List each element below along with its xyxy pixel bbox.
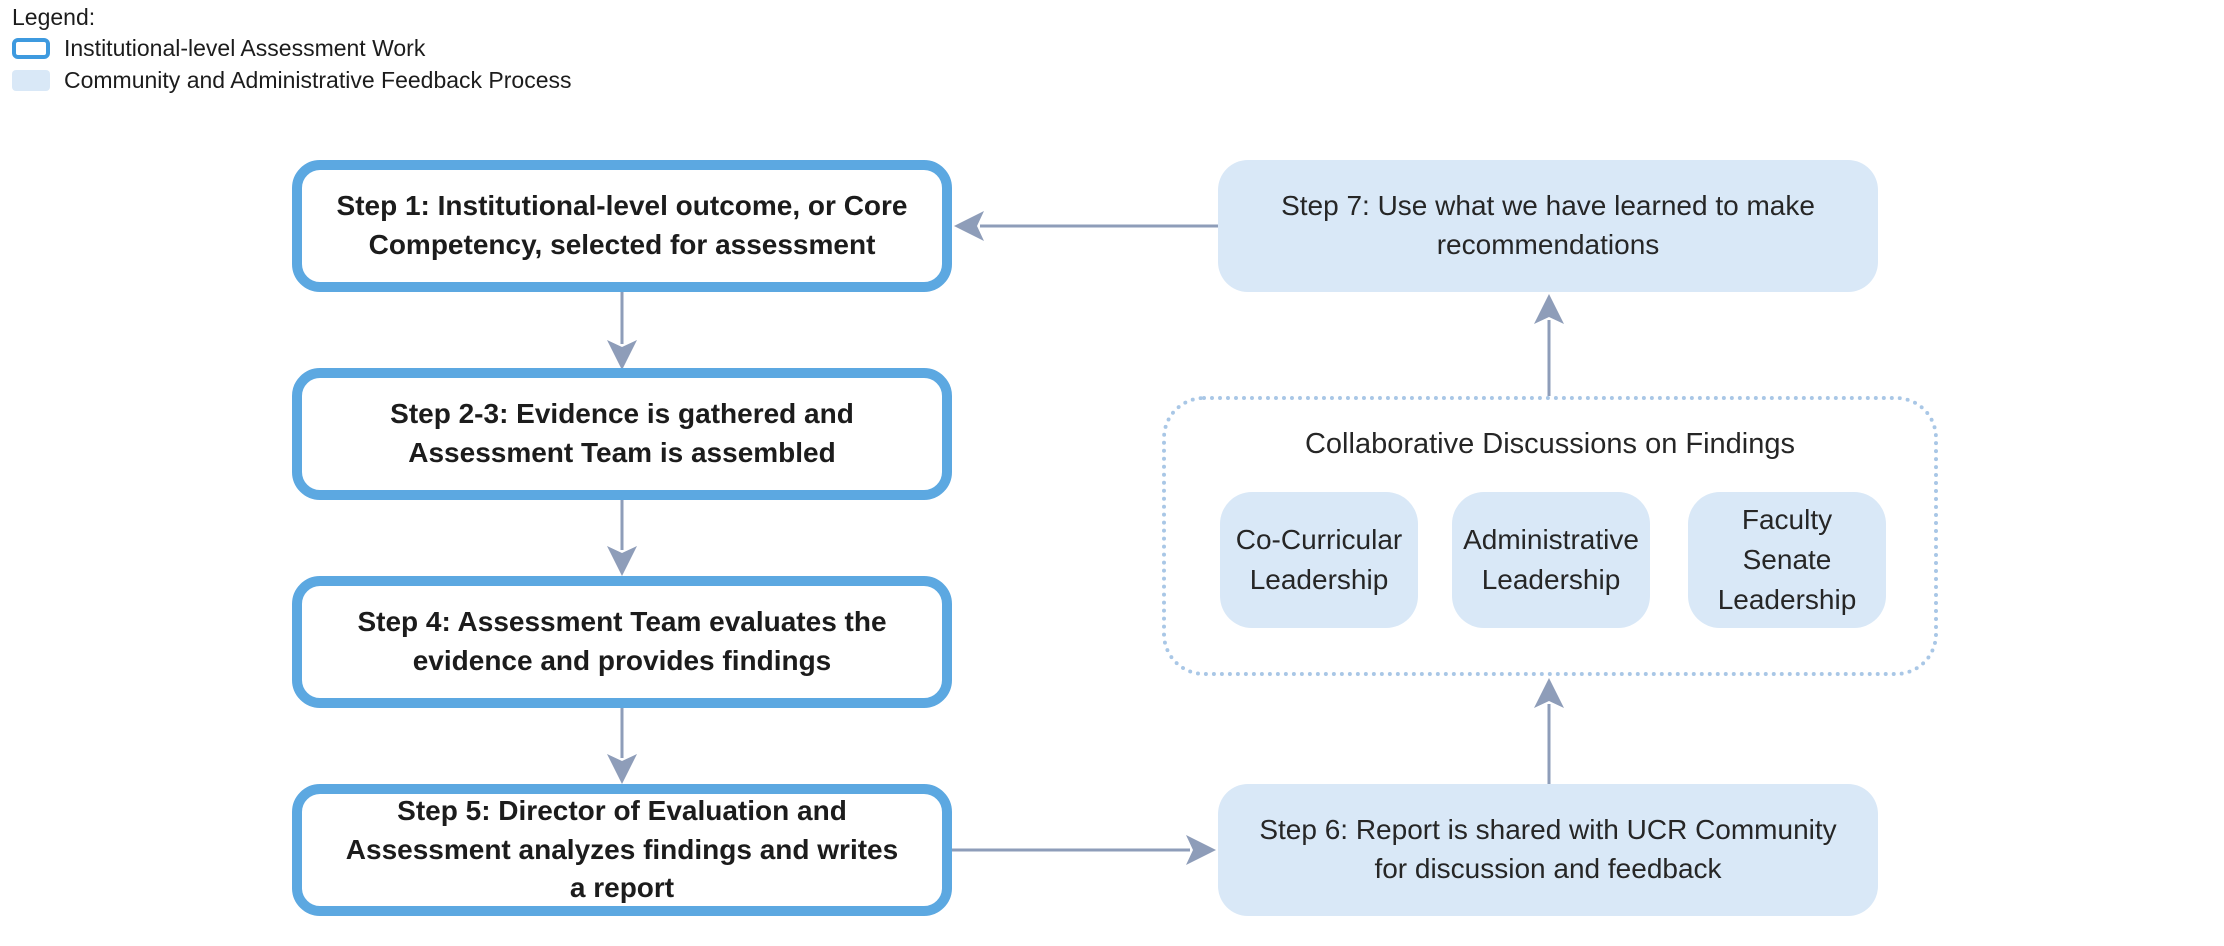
- node-step-2-3: Step 2-3: Evidence is gathered and Asses…: [292, 368, 952, 500]
- node-co-curricular-leadership: Co-Curricular Leadership: [1220, 492, 1418, 628]
- node-step-5: Step 5: Director of Evaluation and Asses…: [292, 784, 952, 916]
- arrowhead-down-icon: [607, 754, 637, 784]
- legend-item-label: Institutional-level Assessment Work: [64, 34, 426, 61]
- arrowhead-right-icon: [1186, 835, 1216, 865]
- node-label: Administrative Leadership: [1463, 524, 1639, 595]
- arrowhead-up-icon: [1534, 678, 1564, 708]
- node-administrative-leadership: Administrative Leadership: [1452, 492, 1650, 628]
- node-label: Faculty Senate Leadership: [1717, 504, 1857, 615]
- legend-item-label: Community and Administrative Feedback Pr…: [64, 66, 572, 93]
- arrowhead-down-icon: [607, 340, 637, 370]
- legend: Legend: Institutional-level Assessment W…: [12, 2, 572, 96]
- node-label: Step 2-3: Evidence is gathered and Asses…: [390, 398, 854, 468]
- node-step-7: Step 7: Use what we have learned to make…: [1218, 160, 1878, 292]
- node-label: Step 4: Assessment Team evaluates the ev…: [357, 606, 887, 676]
- institutional-swatch-icon: [12, 37, 50, 59]
- legend-title: Legend:: [12, 4, 96, 30]
- feedback-swatch-icon: [12, 69, 50, 91]
- node-label: Step 5: Director of Evaluation and Asses…: [345, 795, 899, 904]
- arrowhead-left-icon: [954, 211, 984, 241]
- arrowhead-down-icon: [607, 546, 637, 576]
- node-label: Co-Curricular Leadership: [1235, 524, 1403, 595]
- node-label: Step 6: Report is shared with UCR Commun…: [1259, 814, 1837, 884]
- node-label: Step 1: Institutional-level outcome, or …: [336, 190, 908, 260]
- group-title: Collaborative Discussions on Findings: [1304, 428, 1795, 460]
- arrowhead-up-icon: [1534, 294, 1564, 324]
- legend-item-institutional: Institutional-level Assessment Work: [12, 32, 572, 64]
- node-step-6: Step 6: Report is shared with UCR Commun…: [1218, 784, 1878, 916]
- node-label: Step 7: Use what we have learned to make…: [1281, 190, 1815, 260]
- node-faculty-senate-leadership: Faculty Senate Leadership: [1688, 492, 1886, 628]
- legend-item-feedback: Community and Administrative Feedback Pr…: [12, 64, 572, 96]
- node-step-1: Step 1: Institutional-level outcome, or …: [292, 160, 952, 292]
- node-step-4: Step 4: Assessment Team evaluates the ev…: [292, 576, 952, 708]
